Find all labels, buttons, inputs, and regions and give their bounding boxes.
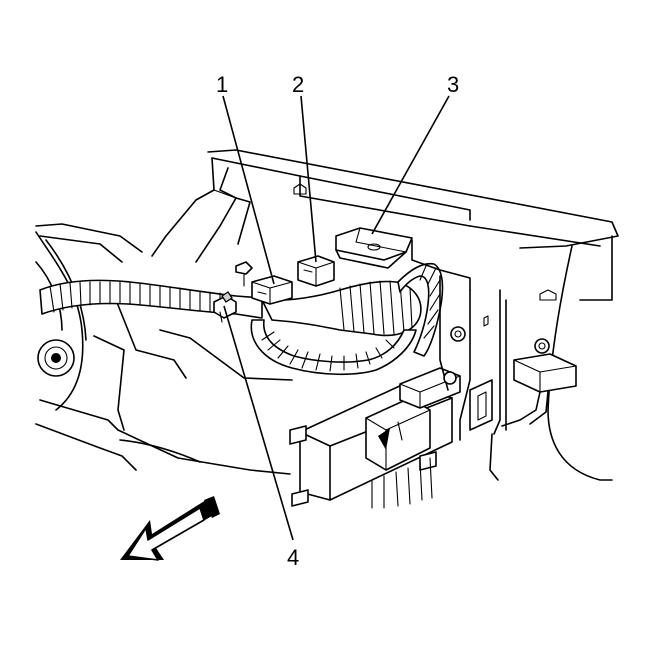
harness-retainer-2: [297, 255, 335, 287]
leader-line-1: [222, 95, 275, 285]
harness-retainer-1: [251, 275, 293, 305]
callout-4: 4: [287, 545, 299, 570]
instrument-panel-structure: [151, 149, 619, 481]
electrical-module: [289, 367, 461, 509]
callout-2: 2: [292, 72, 304, 97]
stud-bolt: [235, 261, 253, 287]
front-direction-arrow-icon: [120, 496, 220, 561]
left-dash-panel: [35, 223, 293, 475]
callout-3: 3: [447, 72, 459, 97]
mounting-bracket: [335, 227, 413, 269]
wiring-harness: [39, 262, 444, 376]
right-support-bracket: [411, 239, 577, 481]
leader-line-3: [371, 95, 450, 235]
leader-lines: [222, 95, 450, 541]
leader-line-2: [300, 95, 317, 263]
callout-1: 1: [216, 72, 228, 97]
leader-line-4: [223, 305, 294, 541]
